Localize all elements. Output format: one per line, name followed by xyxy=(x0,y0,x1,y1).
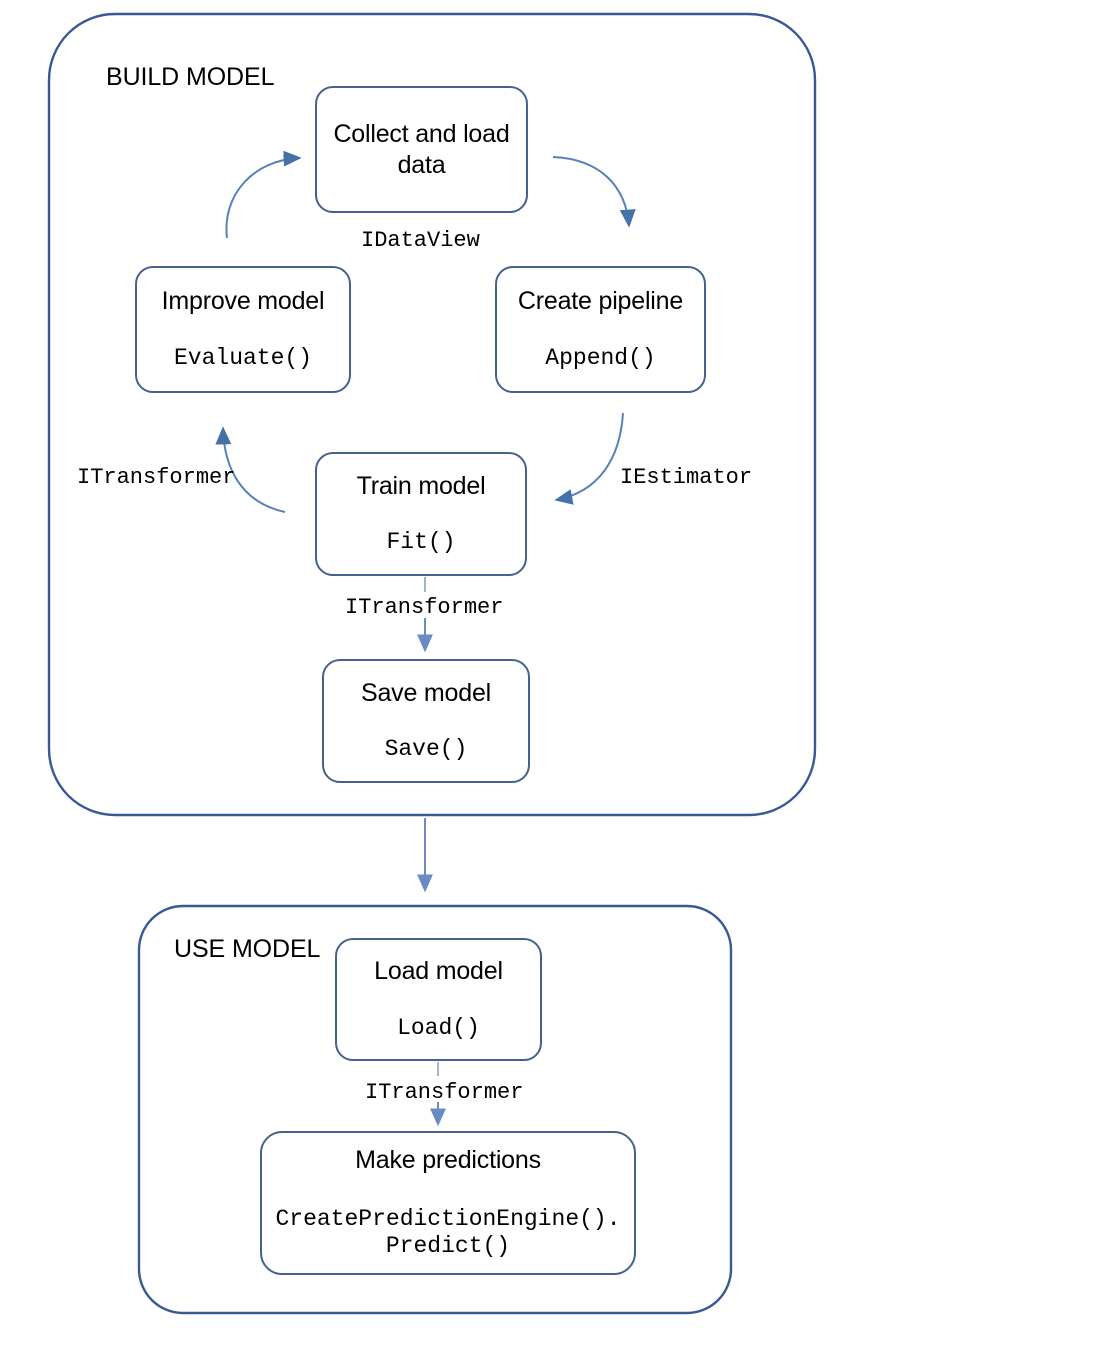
group-label-use-model: USE MODEL xyxy=(174,935,321,963)
edge-label-itransformer-predict: ITransformer xyxy=(365,1080,524,1105)
node-improve-model-code: Evaluate() xyxy=(173,344,313,371)
node-make-predictions[interactable]: Make predictions CreatePredictionEngine(… xyxy=(260,1131,636,1275)
node-improve-model-title: Improve model xyxy=(161,287,325,316)
node-create-pipeline-title: Create pipeline xyxy=(517,287,684,316)
node-train-model[interactable]: Train model Fit() xyxy=(315,452,527,576)
node-load-model[interactable]: Load model Load() xyxy=(335,938,542,1061)
node-create-pipeline-code: Append() xyxy=(545,344,656,371)
node-create-pipeline[interactable]: Create pipeline Append() xyxy=(495,266,706,393)
group-label-build-model: BUILD MODEL xyxy=(106,63,275,91)
node-save-model-code: Save() xyxy=(384,736,468,763)
node-train-model-title: Train model xyxy=(356,471,486,500)
edge-label-idataview: IDataView xyxy=(361,228,480,253)
edge-train-to-improve xyxy=(215,426,286,513)
node-save-model-title: Save model xyxy=(360,678,492,707)
edge-pipeline-to-train xyxy=(554,412,624,505)
group-use-model-container xyxy=(137,904,733,1315)
node-load-model-code: Load() xyxy=(397,1014,480,1041)
edge-label-itransformer-save: ITransformer xyxy=(345,595,504,620)
node-make-predictions-code: CreatePredictionEngine(). Predict() xyxy=(275,1205,621,1260)
edge-label-iestimator: IEstimator xyxy=(620,465,753,490)
node-collect-and-load-data[interactable]: Collect and load data xyxy=(315,86,528,213)
node-collect-title: Collect and load data xyxy=(333,120,510,179)
node-improve-model[interactable]: Improve model Evaluate() xyxy=(135,266,351,393)
node-make-predictions-title: Make predictions xyxy=(355,1146,541,1175)
node-save-model[interactable]: Save model Save() xyxy=(322,659,530,783)
node-load-model-title: Load model xyxy=(374,957,503,986)
edge-collect-to-pipeline xyxy=(552,156,636,228)
node-train-model-code: Fit() xyxy=(386,529,456,556)
edge-label-itransformer-improve: ITransformer xyxy=(77,465,236,490)
group-build-model-container xyxy=(47,12,817,817)
edge-improve-to-collect xyxy=(225,150,302,239)
